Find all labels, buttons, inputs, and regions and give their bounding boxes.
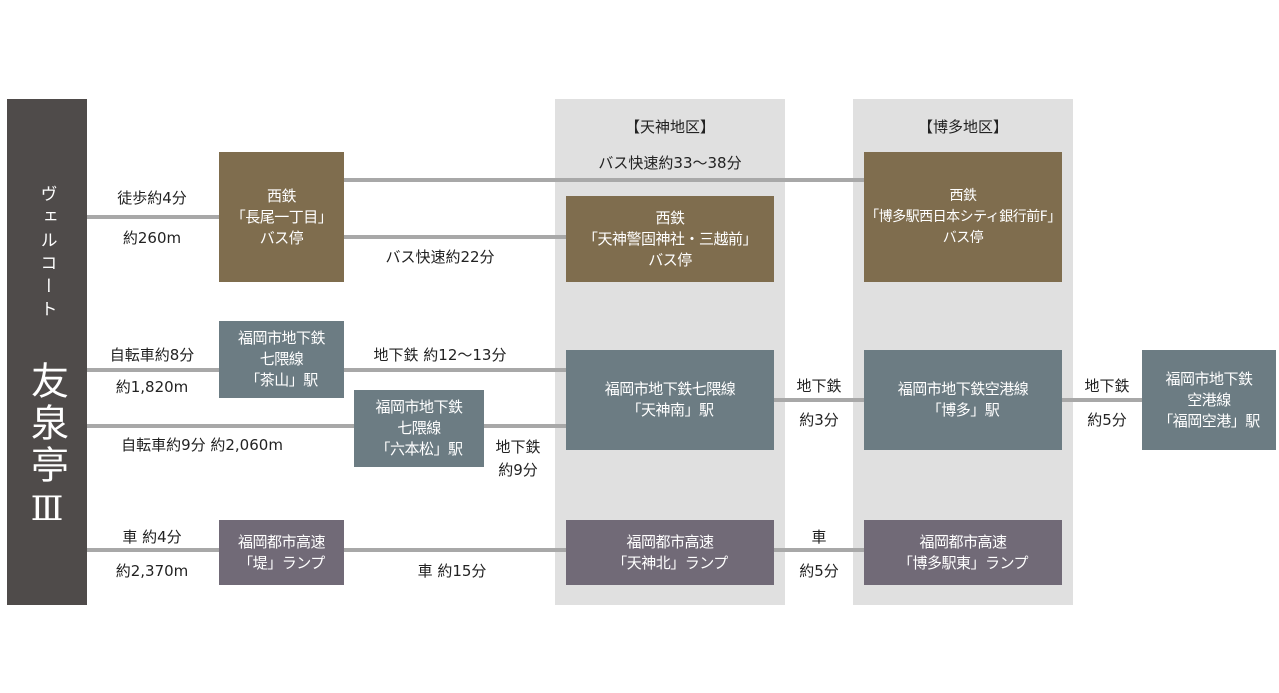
property-name: 友泉亭 [24,361,69,487]
hakata-station: 福岡市地下鉄空港線「博多」駅 [864,350,1062,450]
car1-time: 車 約4分 [122,528,182,546]
box-line: 「博多駅東」ランプ [897,553,1029,572]
tenjin-bus-stop: 西鉄「天神警固神社・三越前」バス停 [566,196,774,282]
chayama-station: 福岡市地下鉄七隈線「茶山」駅 [219,321,344,398]
property-block: ヴェルコート 友泉亭 Ⅲ [7,99,87,605]
nagao-bus-stop: 西鉄「長尾一丁目」バス停 [219,152,344,282]
box-line: 福岡市地下鉄 [237,329,326,347]
box-line: 福岡市地下鉄 [375,398,463,416]
bike1-time: 自転車約8分 [109,346,195,364]
box-line: 七隈線 [259,350,304,368]
tenjin-zone-title: 【天神地区】 [624,118,716,136]
tenjinminami-station: 福岡市地下鉄七隈線「天神南」駅 [566,350,774,450]
walk-time: 徒歩約4分 [117,189,187,207]
box-line: 福岡都市高速 [237,532,326,551]
subway-ropponmatsu-label: 地下鉄 [495,438,541,456]
hakataeast-ramp: 福岡都市高速「博多駅東」ランプ [864,520,1062,585]
box-line: 「天神北」ランプ [612,553,728,572]
subway-chayama-time: 地下鉄 約12〜13分 [373,346,507,364]
subway-hakata-airport-label: 地下鉄 [1084,377,1130,395]
box-line: 福岡市地下鉄空港線 [897,380,1029,398]
subway-ropponmatsu-time: 約9分 [498,461,538,479]
bike2-time-distance: 自転車約9分 約2,060m [121,436,283,454]
airport-station: 福岡市地下鉄空港線「福岡空港」駅 [1142,350,1276,450]
car-tenjin-hakata-label: 車 [811,528,827,546]
box-line: 空港線 [1187,390,1231,409]
walk-distance: 約260m [122,229,182,247]
box-line: 福岡市地下鉄 [1165,369,1253,388]
box-line: バス停 [648,250,692,269]
walk-line [87,215,219,219]
ropponmatsu-line [87,424,566,428]
box-line: 「天神警固神社・三越前」 [582,229,758,248]
bus-tenjin-line [344,235,566,239]
box-line: 「博多」駅 [926,401,1000,419]
bike1-distance: 約1,820m [115,378,189,396]
box-line: バス停 [259,228,304,247]
hakata-bus-stop: 西鉄「博多駅西日本シティ銀行前F」バス停 [864,152,1062,282]
bus-tenjin-time: バス快速約22分 [385,248,495,266]
box-line: 「長尾一丁目」 [230,207,333,226]
box-line: 「博多駅西日本シティ銀行前F」 [865,208,1061,225]
box-line: バス停 [942,229,984,246]
box-line: 西鉄 [949,187,978,204]
box-line: 福岡都市高速 [626,532,714,551]
hakata-airport-subway-line [1062,398,1142,402]
subway-tenjin-hakata-time: 約3分 [799,411,839,429]
box-line: 福岡都市高速 [919,532,1007,551]
bus-hakata-line [344,178,864,182]
tenjinkita-ramp: 福岡都市高速「天神北」ランプ [566,520,774,585]
ropponmatsu-station: 福岡市地下鉄七隈線「六本松」駅 [354,390,484,467]
car-tenjin-time: 車 約15分 [417,562,487,580]
subway-tenjin-hakata-label: 地下鉄 [796,377,842,395]
box-line: 西鉄 [655,208,685,227]
highway-line [87,548,864,552]
car1-distance: 約2,370m [115,562,189,580]
box-line: 「堤」ランプ [238,553,325,572]
subway-hakata-airport-time: 約5分 [1087,411,1127,429]
bus-hakata-time: バス快速約33〜38分 [598,154,742,172]
box-line: 「六本松」駅 [375,440,463,458]
box-line: 「天神南」駅 [626,401,714,419]
box-line: 「茶山」駅 [245,371,318,389]
property-number: Ⅲ [30,489,64,529]
box-line: 福岡市地下鉄七隈線 [604,380,736,398]
box-line: 西鉄 [266,186,297,205]
property-kana: ヴェルコート [36,185,57,323]
hakata-zone-title: 【博多地区】 [917,118,1009,136]
tenjin-hakata-subway-line [774,398,864,402]
box-line: 「福岡空港」駅 [1158,411,1260,430]
car-tenjin-hakata-time: 約5分 [799,562,839,580]
tsutsumi-ramp: 福岡都市高速「堤」ランプ [219,520,344,585]
box-line: 七隈線 [397,419,441,437]
